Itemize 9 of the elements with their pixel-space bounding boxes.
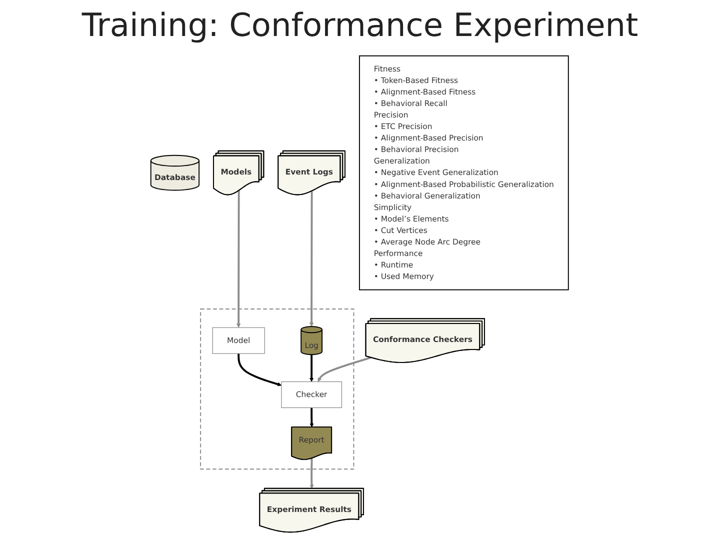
arrow	[310, 408, 314, 428]
cluster	[200, 308, 355, 470]
arrow	[318, 356, 372, 382]
arrow	[310, 191, 314, 327]
slide-title: Training: Conformance Experiment	[80, 6, 640, 44]
arrow	[310, 354, 314, 382]
arrow	[238, 354, 282, 386]
arrow	[236, 190, 242, 328]
arrow	[310, 458, 314, 489]
